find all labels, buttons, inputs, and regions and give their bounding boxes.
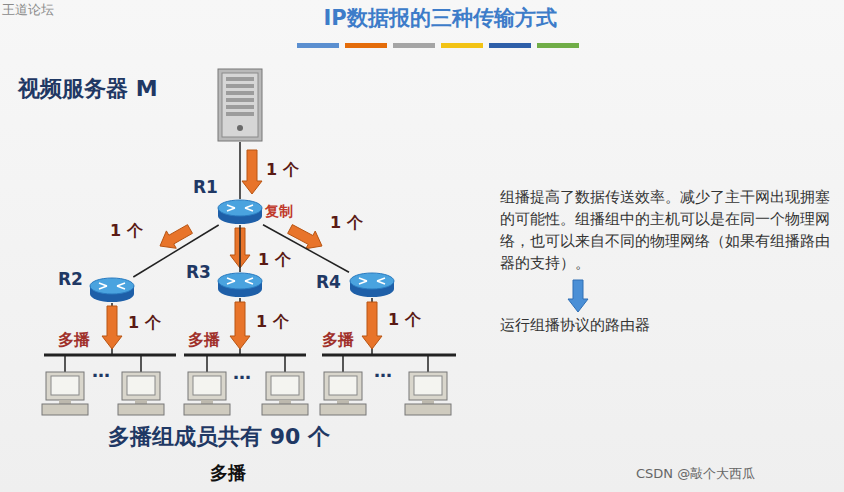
title: IP数据报的三种传输方式 bbox=[323, 6, 556, 31]
flow-arrow bbox=[102, 306, 122, 349]
computer-icon bbox=[118, 355, 164, 415]
router-label: R4 bbox=[316, 272, 341, 292]
member-count: 多播组成员共有 90 个 bbox=[108, 424, 330, 450]
lan-bus bbox=[44, 354, 176, 357]
title-bar bbox=[489, 43, 531, 48]
router-icon bbox=[217, 199, 263, 225]
title-bar bbox=[393, 43, 435, 48]
lan-bus bbox=[322, 354, 456, 357]
computer-icon bbox=[405, 355, 451, 415]
flow-arrow bbox=[230, 302, 250, 349]
router-label: R2 bbox=[58, 269, 83, 289]
computer-icon bbox=[262, 355, 308, 415]
router-icon bbox=[349, 272, 395, 298]
server-label: 视频服务器 M bbox=[18, 76, 158, 102]
caption: 多播 bbox=[210, 462, 246, 484]
router-icon bbox=[217, 272, 263, 298]
count-label: 1 个 bbox=[266, 160, 299, 179]
router-node: R1 bbox=[217, 199, 263, 225]
count-label: 1 个 bbox=[258, 250, 291, 269]
title-bar bbox=[297, 43, 339, 48]
multicast-label: 多播 bbox=[188, 330, 220, 349]
router-icon bbox=[89, 277, 135, 303]
note-text: 组播提高了数据传送效率。减少了主干网出现拥塞的可能性。组播组中的主机可以是在同一… bbox=[500, 186, 836, 274]
count-label: 1 个 bbox=[128, 313, 161, 332]
flow-arrow bbox=[242, 150, 262, 194]
router-node: R3 bbox=[217, 272, 263, 298]
multicast-label: 多播 bbox=[58, 330, 90, 349]
title-bar bbox=[537, 43, 579, 48]
router-label: R1 bbox=[193, 177, 218, 197]
note-text: 运行组播协议的路由器 bbox=[500, 316, 650, 334]
computer-icon bbox=[42, 355, 88, 415]
server-icon bbox=[217, 68, 263, 142]
computer-icon bbox=[320, 355, 366, 415]
flow-arrow bbox=[288, 225, 322, 249]
ellipsis: … bbox=[374, 360, 392, 382]
lan-bus bbox=[184, 354, 306, 357]
count-label: 1 个 bbox=[388, 310, 421, 329]
server-node: 视频服务器 M bbox=[217, 68, 263, 142]
title-bar bbox=[441, 43, 483, 48]
router-node: R4 bbox=[349, 272, 395, 298]
router-node: R2 bbox=[89, 277, 135, 303]
count-label: 1 个 bbox=[256, 312, 289, 331]
link-line bbox=[239, 142, 241, 199]
multicast-label: 多播 bbox=[322, 330, 354, 349]
watermark: 王道论坛 bbox=[2, 2, 54, 18]
link-line bbox=[239, 225, 241, 272]
router-label: R3 bbox=[186, 262, 211, 282]
ellipsis: … bbox=[233, 362, 251, 384]
copy-label: 复制 bbox=[265, 203, 293, 220]
ellipsis: … bbox=[92, 360, 110, 382]
count-label: 1 个 bbox=[330, 213, 363, 232]
computer-icon bbox=[184, 355, 230, 415]
watermark: CSDN @敲个大西瓜 bbox=[636, 466, 755, 482]
flow-arrow bbox=[568, 280, 588, 312]
title-bar bbox=[345, 43, 387, 48]
flow-arrow bbox=[362, 302, 382, 349]
count-label: 1 个 bbox=[110, 221, 143, 240]
